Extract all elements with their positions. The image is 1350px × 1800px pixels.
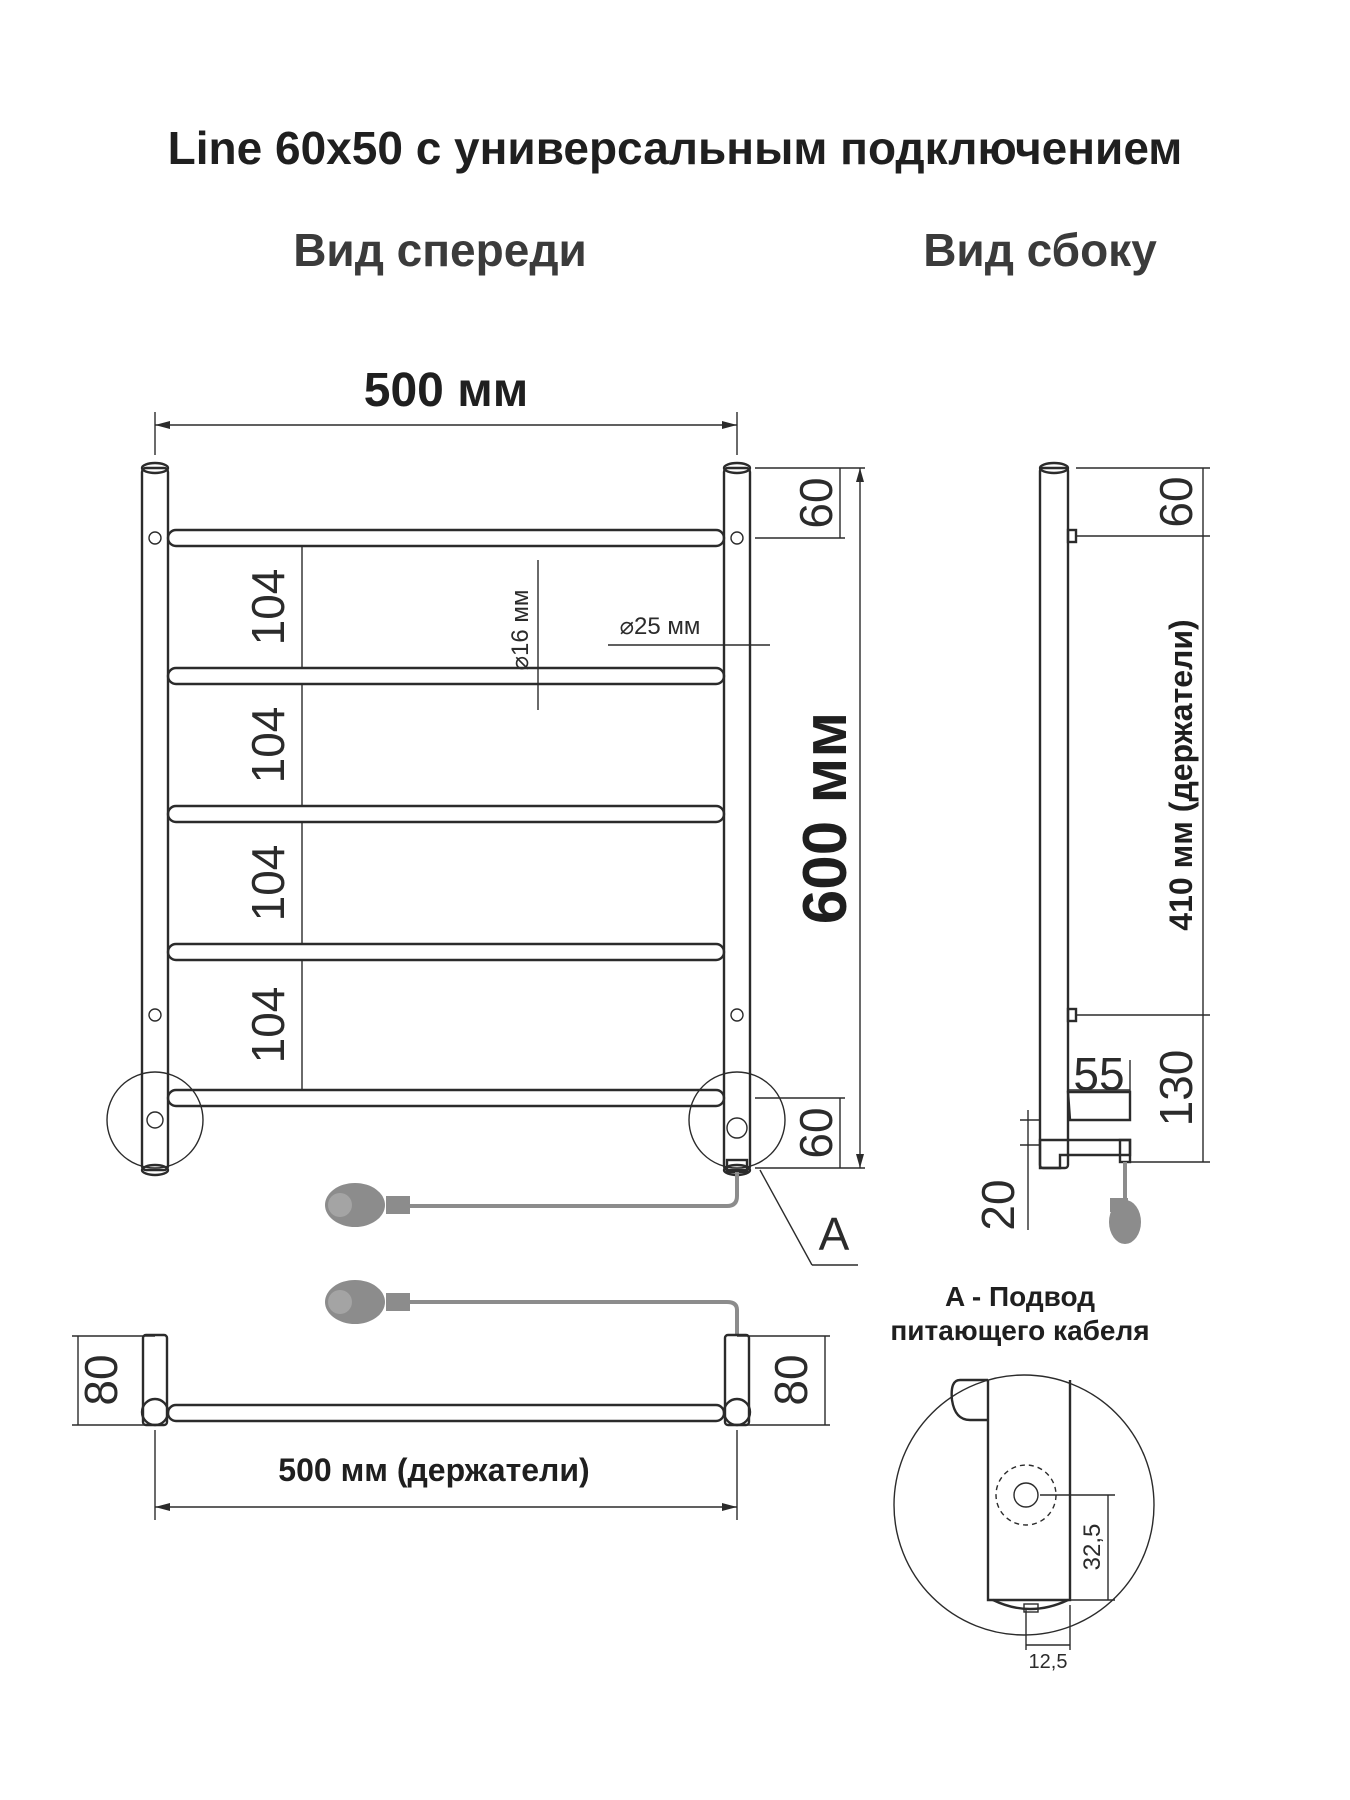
depth-left-label: 80 <box>75 1354 127 1405</box>
total-height-label: 600 мм <box>791 712 860 924</box>
right-connection-detail <box>688 1071 786 1174</box>
callout-a-label: A <box>819 1208 850 1260</box>
height-dimensions: 60 60 600 мм <box>755 467 865 1169</box>
side-top-label: 60 <box>1150 476 1202 527</box>
detail-caption-line2: питающего кабеля <box>890 1315 1149 1346</box>
side-plug <box>1109 1162 1141 1244</box>
front-view: 500 мм <box>106 364 865 1266</box>
side-view-title: Вид сбоку <box>923 224 1157 276</box>
power-cable <box>325 1172 739 1227</box>
post-diameter-label: ⌀25 мм <box>620 613 701 640</box>
side-holders-label: 410 мм (держатели) <box>1163 619 1199 930</box>
spacing-1: 104 <box>242 569 294 646</box>
bar-diameter-label: ⌀16 мм <box>507 590 534 671</box>
callout-a: A <box>759 1169 858 1266</box>
holders-width-label: 500 мм (держатели) <box>278 1452 589 1488</box>
top-view: 80 80 500 мм (держатели) <box>72 1280 830 1520</box>
bar-diameter-callout: ⌀16 мм <box>507 560 539 710</box>
side-bottom-label: 130 <box>1150 1050 1202 1127</box>
post-diameter-callout: ⌀25 мм <box>608 613 770 646</box>
width-label: 500 мм <box>364 364 528 417</box>
front-view-title: Вид спереди <box>293 224 587 276</box>
left-connection-detail <box>106 1071 204 1169</box>
depth-right-label: 80 <box>765 1354 817 1405</box>
side-base-label: 20 <box>972 1179 1024 1230</box>
rung-spacing-dimensions: 104 104 104 104 <box>242 546 303 1090</box>
width-dimension: 500 мм <box>154 364 738 455</box>
side-view: 60 410 мм (держатели) 130 55 20 <box>972 461 1210 1244</box>
side-depth-label: 55 <box>1073 1048 1124 1100</box>
rungs <box>166 528 726 1108</box>
spacing-4: 104 <box>242 987 294 1064</box>
top-view-cable <box>325 1280 739 1335</box>
detail-horizontal-label: 12,5 <box>1029 1651 1068 1673</box>
detail-vertical-label: 32,5 <box>1079 1524 1106 1571</box>
detail-a: A - Подвод питающего кабеля 32,5 12,5 <box>890 1281 1155 1673</box>
detail-caption-line1: A - Подвод <box>945 1281 1095 1312</box>
drawing-title: Line 60x50 с универсальным подключением <box>168 122 1183 174</box>
left-post <box>140 461 170 1177</box>
spacing-3: 104 <box>242 845 294 922</box>
bottom-offset-label: 60 <box>790 1107 842 1158</box>
spacing-2: 104 <box>242 707 294 784</box>
top-offset-label: 60 <box>790 477 842 528</box>
right-post <box>722 461 752 1177</box>
